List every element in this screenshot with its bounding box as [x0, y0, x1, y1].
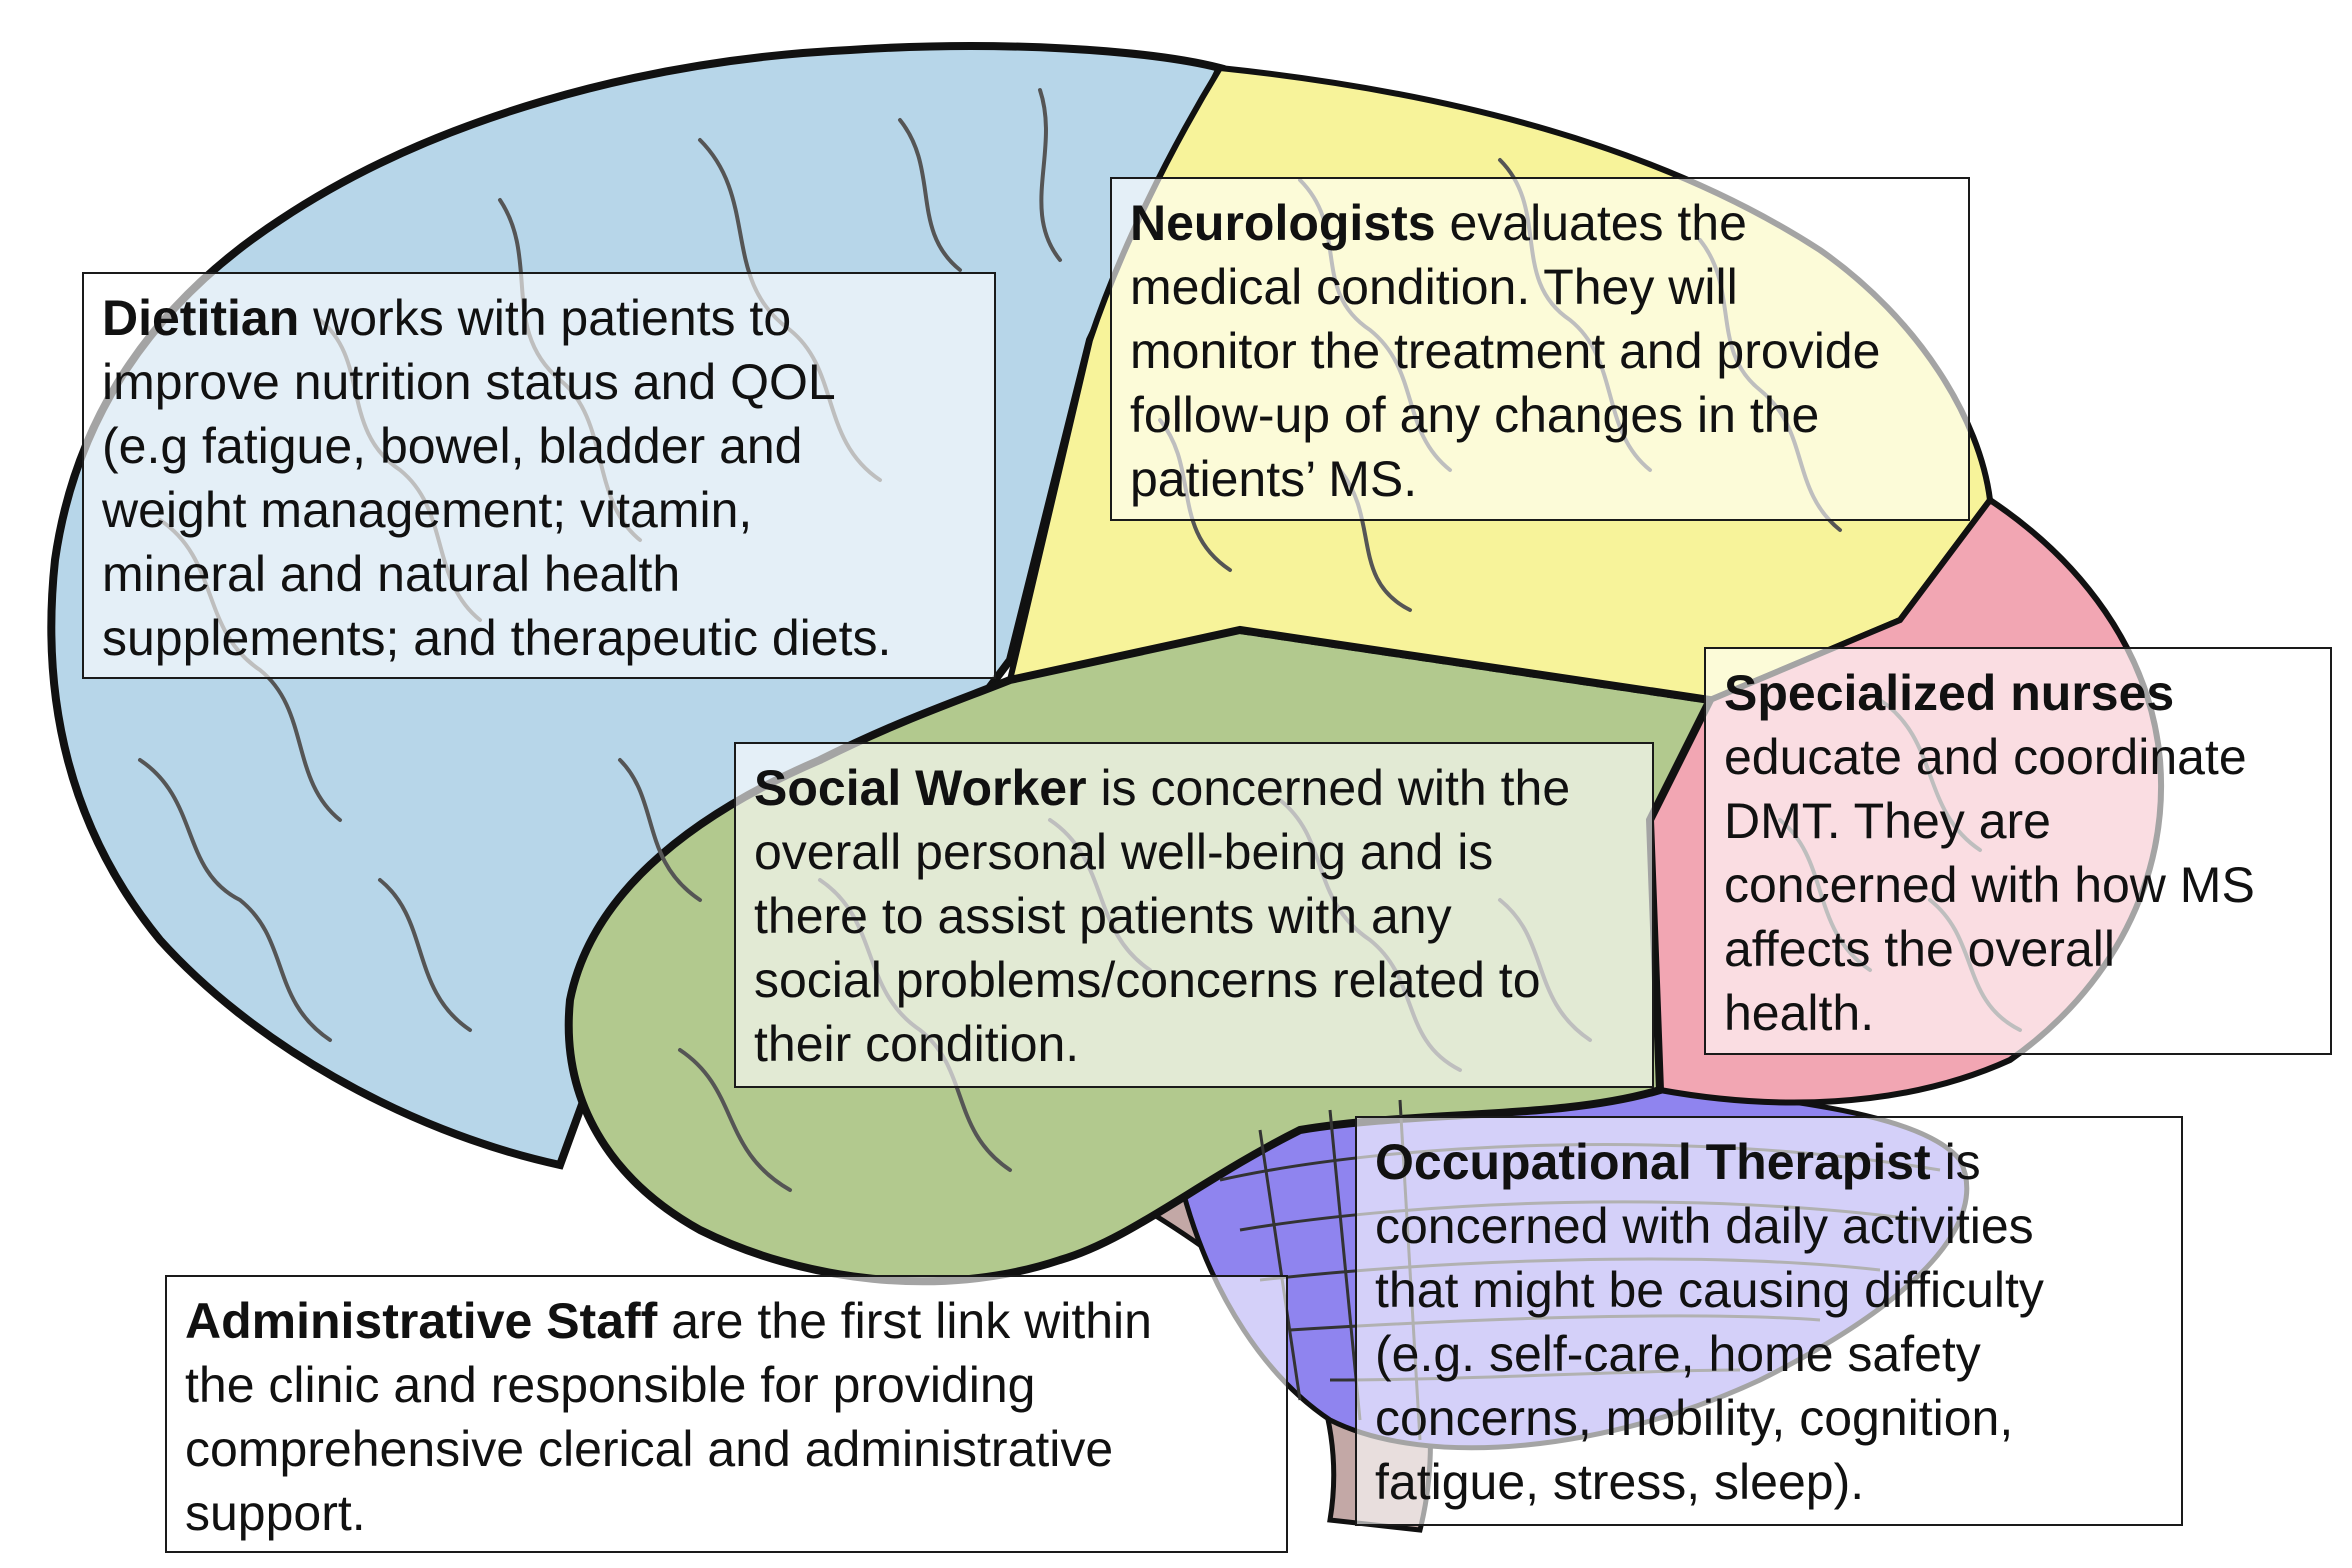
administrative-staff-title: Administrative Staff — [185, 1293, 658, 1349]
social-worker-line-2: overall personal well-being and is — [754, 824, 1494, 880]
nurses-line-1: Specialized nurses — [1724, 661, 2312, 725]
dietitian-line-4: weight management; vitamin, — [102, 482, 753, 538]
neurologists-line-2: medical condition. They will — [1130, 259, 1738, 315]
dietitian-line-3: (e.g fatigue, bowel, bladder and — [102, 418, 803, 474]
dietitian-line-1: Dietitian works with patients to — [102, 290, 792, 346]
administrative-staff-callout: Administrative Staff are the first link … — [165, 1275, 1288, 1553]
social-worker-line-5: their condition. — [754, 1016, 1080, 1072]
nurses-line-3: DMT. They are — [1724, 793, 2051, 849]
occupational-therapist-line-2: concerned with daily activities — [1375, 1198, 2034, 1254]
administrative-staff-line-2: the clinic and responsible for providing — [185, 1357, 1036, 1413]
occupational-therapist-title: Occupational Therapist — [1375, 1134, 1931, 1190]
nurses-line-4: concerned with how MS — [1724, 857, 2255, 913]
neurologists-line-5: patients’ MS. — [1130, 451, 1418, 507]
dietitian-line-5: mineral and natural health — [102, 546, 681, 602]
occupational-therapist-callout: Occupational Therapist is concerned with… — [1355, 1116, 2183, 1526]
occupational-therapist-line-4: (e.g. self-care, home safety — [1375, 1326, 1981, 1382]
dietitian-callout: Dietitian works with patients to improve… — [82, 272, 996, 679]
social-worker-title: Social Worker — [754, 760, 1087, 816]
nurses-line-5: affects the overall — [1724, 921, 2115, 977]
neurologists-callout: Neurologists evaluates the medical condi… — [1110, 177, 1970, 521]
administrative-staff-line-1: Administrative Staff are the first link … — [185, 1293, 1152, 1349]
neurologists-line-3: monitor the treatment and provide — [1130, 323, 1881, 379]
administrative-staff-line-4: support. — [185, 1485, 366, 1541]
nurses-callout: Specialized nurses educate and coordinat… — [1704, 647, 2332, 1055]
social-worker-line-4: social problems/concerns related to — [754, 952, 1541, 1008]
administrative-staff-line-3: comprehensive clerical and administrativ… — [185, 1421, 1114, 1477]
nurses-line-2: educate and coordinate — [1724, 729, 2247, 785]
nurses-line-6: health. — [1724, 985, 1875, 1041]
dietitian-line-2: improve nutrition status and QOL — [102, 354, 836, 410]
dietitian-title: Dietitian — [102, 290, 300, 346]
neurologists-line-4: follow-up of any changes in the — [1130, 387, 1820, 443]
occupational-therapist-line-3: that might be causing difficulty — [1375, 1262, 2044, 1318]
dietitian-line-6: supplements; and therapeutic diets. — [102, 610, 892, 666]
occupational-therapist-line-5: concerns, mobility, cognition, — [1375, 1390, 2014, 1446]
occupational-therapist-line-1: Occupational Therapist is — [1375, 1134, 1981, 1190]
social-worker-line-1: Social Worker is concerned with the — [754, 760, 1571, 816]
neurologists-title: Neurologists — [1130, 195, 1436, 251]
lobe-boundary-dotted — [1239, 630, 1711, 704]
nurses-title: Specialized nurses — [1724, 665, 2175, 721]
neurologists-line-1: Neurologists evaluates the — [1130, 195, 1747, 251]
social-worker-callout: Social Worker is concerned with the over… — [734, 742, 1654, 1088]
occupational-therapist-line-6: fatigue, stress, sleep). — [1375, 1454, 1865, 1510]
social-worker-line-3: there to assist patients with any — [754, 888, 1452, 944]
